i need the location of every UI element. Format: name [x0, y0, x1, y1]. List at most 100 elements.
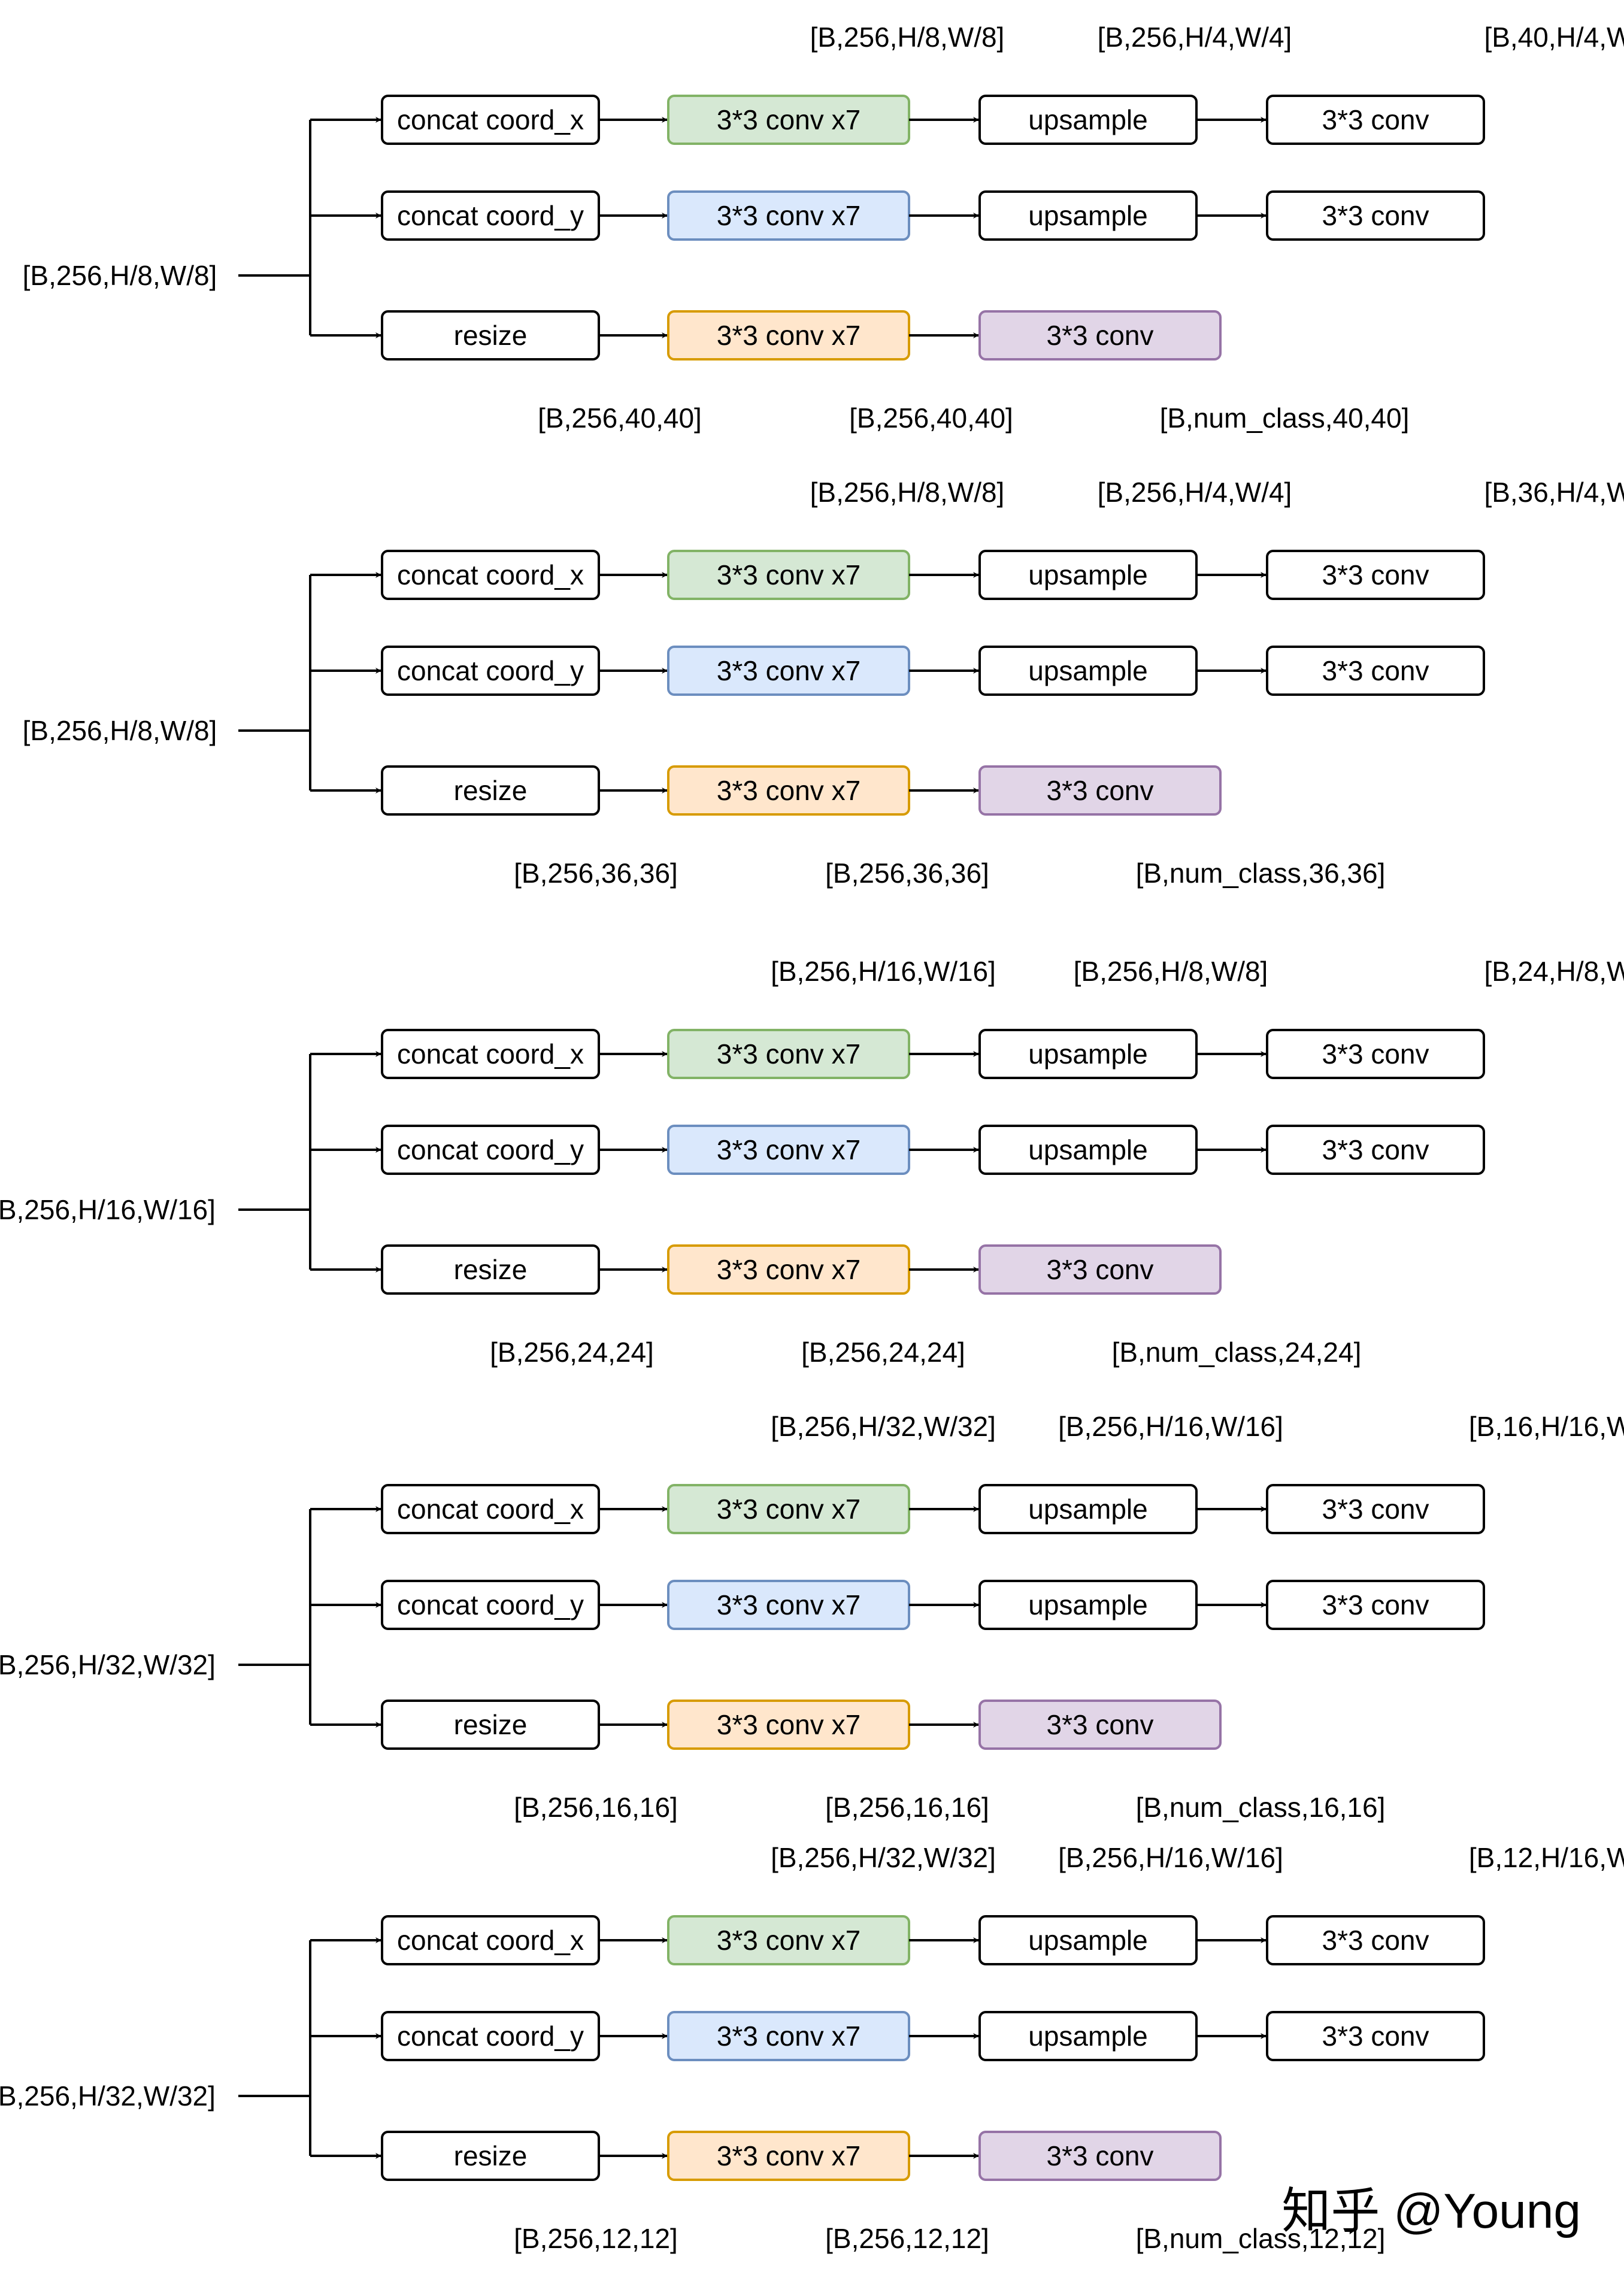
concat-coord-x-box-label: concat coord_x	[397, 1494, 584, 1525]
concat-coord-y-box: concat coord_y	[381, 1125, 600, 1175]
concat-coord-y-box: concat coord_y	[381, 190, 600, 241]
top-shape-label-upsample: [B,256,H/16,W/16]	[1058, 1411, 1283, 1442]
upsample-x-box: upsample	[978, 1915, 1198, 1965]
conv-out-y-box: 3*3 conv	[1266, 190, 1485, 241]
watermark: 知乎 @Young	[1281, 2184, 1581, 2238]
conv-out-y-box-label: 3*3 conv	[1322, 655, 1429, 686]
resize-box-label: resize	[454, 1254, 528, 1285]
upsample-y-box: upsample	[978, 1125, 1198, 1175]
top-shape-label-conv: [B,256,H/32,W/32]	[771, 1842, 996, 1873]
class-conv-purple-box-label: 3*3 conv	[1046, 1709, 1153, 1740]
conv-out-y-box-label: 3*3 conv	[1322, 1134, 1429, 1165]
conv-out-y-box-label: 3*3 conv	[1322, 2020, 1429, 2052]
concat-coord-y-box-label: concat coord_y	[397, 2020, 584, 2052]
conv-x7-green-box-label: 3*3 conv x7	[717, 104, 861, 135]
concat-coord-x-box-label: concat coord_x	[397, 559, 584, 590]
conv-x7-orange-box-label: 3*3 conv x7	[717, 775, 861, 806]
class-conv-purple-box-label: 3*3 conv	[1046, 320, 1153, 351]
conv-out-x-box-shape	[1266, 1029, 1485, 1079]
upsample-x-box-label: upsample	[1028, 1038, 1147, 1070]
conv-x7-orange-box: 3*3 conv x7	[667, 1244, 910, 1295]
class-conv-purple-box-shape	[978, 310, 1222, 361]
conv-out-x-box-label: 3*3 conv	[1322, 1038, 1429, 1070]
class-conv-purple-box: 3*3 conv	[978, 2131, 1222, 2181]
upsample-y-box: upsample	[978, 646, 1198, 696]
conv-out-y-box-shape	[1266, 1125, 1485, 1175]
conv-out-y-box-label: 3*3 conv	[1322, 200, 1429, 231]
class-conv-purple-box-shape	[978, 2131, 1222, 2181]
conv-out-x-box: 3*3 conv	[1266, 1484, 1485, 1534]
top-shape-label-output: [B,24,H/8,W/8]	[1484, 956, 1624, 987]
upsample-x-box: upsample	[978, 550, 1198, 600]
concat-coord-y-box-label: concat coord_y	[397, 200, 584, 231]
conv-out-x-box: 3*3 conv	[1266, 1915, 1485, 1965]
conv-out-y-box: 3*3 conv	[1266, 2011, 1485, 2061]
resize-box: resize	[381, 1244, 600, 1295]
conv-x7-orange-box-label: 3*3 conv x7	[717, 1254, 861, 1285]
conv-x7-green-box: 3*3 conv x7	[667, 1029, 910, 1079]
conv-out-x-box-shape	[1266, 1915, 1485, 1965]
bottom-shape-label-class: [B,num_class,40,40]	[1160, 402, 1410, 434]
concat-coord-y-box: concat coord_y	[381, 2011, 600, 2061]
top-shape-label-output: [B,36,H/4,W/4]	[1484, 477, 1624, 508]
conv-x7-blue-box: 3*3 conv x7	[667, 2011, 910, 2061]
conv-x7-blue-box-label: 3*3 conv x7	[717, 655, 861, 686]
upsample-x-box-label: upsample	[1028, 1494, 1147, 1525]
upsample-y-box-label: upsample	[1028, 1134, 1147, 1165]
upsample-y-box-label: upsample	[1028, 2020, 1147, 2052]
conv-out-x-box: 3*3 conv	[1266, 95, 1485, 145]
resize-box: resize	[381, 765, 600, 816]
top-shape-label-conv: [B,256,H/16,W/16]	[771, 956, 996, 987]
top-shape-label-conv: [B,256,H/8,W/8]	[810, 477, 1005, 508]
concat-coord-x-box-label: concat coord_x	[397, 104, 584, 135]
conv-out-y-box-shape	[1266, 2011, 1485, 2061]
class-conv-purple-box-label: 3*3 conv	[1046, 2140, 1153, 2171]
concat-coord-x-box: concat coord_x	[381, 1484, 600, 1534]
resize-box-label: resize	[454, 1709, 528, 1740]
input-shape-label: [B,256,H/8,W/8]	[23, 715, 217, 746]
conv-x7-green-box: 3*3 conv x7	[667, 1484, 910, 1534]
conv-x7-green-box: 3*3 conv x7	[667, 550, 910, 600]
resize-box: resize	[381, 310, 600, 361]
conv-out-x-box-label: 3*3 conv	[1322, 559, 1429, 590]
class-conv-purple-box-label: 3*3 conv	[1046, 1254, 1153, 1285]
conv-x7-blue-box: 3*3 conv x7	[667, 1580, 910, 1630]
bottom-shape-label-resize: [B,256,12,12]	[514, 2223, 678, 2254]
class-conv-purple-box-shape	[978, 765, 1222, 816]
conv-out-y-box: 3*3 conv	[1266, 1125, 1485, 1175]
resize-box: resize	[381, 1700, 600, 1750]
conv-out-y-box-label: 3*3 conv	[1322, 1589, 1429, 1620]
conv-x7-green-box: 3*3 conv x7	[667, 95, 910, 145]
conv-x7-blue-box: 3*3 conv x7	[667, 190, 910, 241]
conv-out-x-box-label: 3*3 conv	[1322, 104, 1429, 135]
conv-out-y-box-shape	[1266, 1580, 1485, 1630]
bottom-shape-label-conv: [B,256,16,16]	[825, 1792, 989, 1823]
input-shape-label: [B,256,H/32,W/32]	[0, 1649, 216, 1680]
conv-x7-green-box: 3*3 conv x7	[667, 1915, 910, 1965]
conv-out-x-box-shape	[1266, 95, 1485, 145]
class-conv-purple-box: 3*3 conv	[978, 765, 1222, 816]
bottom-shape-label-resize: [B,256,16,16]	[514, 1792, 678, 1823]
conv-x7-blue-box-label: 3*3 conv x7	[717, 200, 861, 231]
concat-coord-x-box-label: concat coord_x	[397, 1925, 584, 1956]
conv-out-x-box: 3*3 conv	[1266, 550, 1485, 600]
bottom-shape-label-class: [B,num_class,12,12]	[1136, 2223, 1386, 2254]
conv-x7-orange-box-label: 3*3 conv x7	[717, 2140, 861, 2171]
conv-x7-green-box-label: 3*3 conv x7	[717, 1038, 861, 1070]
conv-x7-blue-box-label: 3*3 conv x7	[717, 1589, 861, 1620]
conv-x7-blue-box: 3*3 conv x7	[667, 1125, 910, 1175]
concat-coord-y-box: concat coord_y	[381, 646, 600, 696]
input-shape-label: [B,256,H/16,W/16]	[0, 1194, 216, 1225]
conv-x7-green-box-label: 3*3 conv x7	[717, 1925, 861, 1956]
upsample-x-box: upsample	[978, 95, 1198, 145]
conv-x7-orange-box: 3*3 conv x7	[667, 310, 910, 361]
concat-coord-x-box: concat coord_x	[381, 550, 600, 600]
input-shape-label: [B,256,H/8,W/8]	[23, 260, 217, 291]
conv-out-x-box-label: 3*3 conv	[1322, 1925, 1429, 1956]
upsample-y-box: upsample	[978, 2011, 1198, 2061]
upsample-x-box-label: upsample	[1028, 559, 1147, 590]
conv-out-x-box-label: 3*3 conv	[1322, 1494, 1429, 1525]
top-shape-label-output: [B,12,H/16,W/16]	[1469, 1842, 1624, 1873]
resize-box-label: resize	[454, 775, 528, 806]
